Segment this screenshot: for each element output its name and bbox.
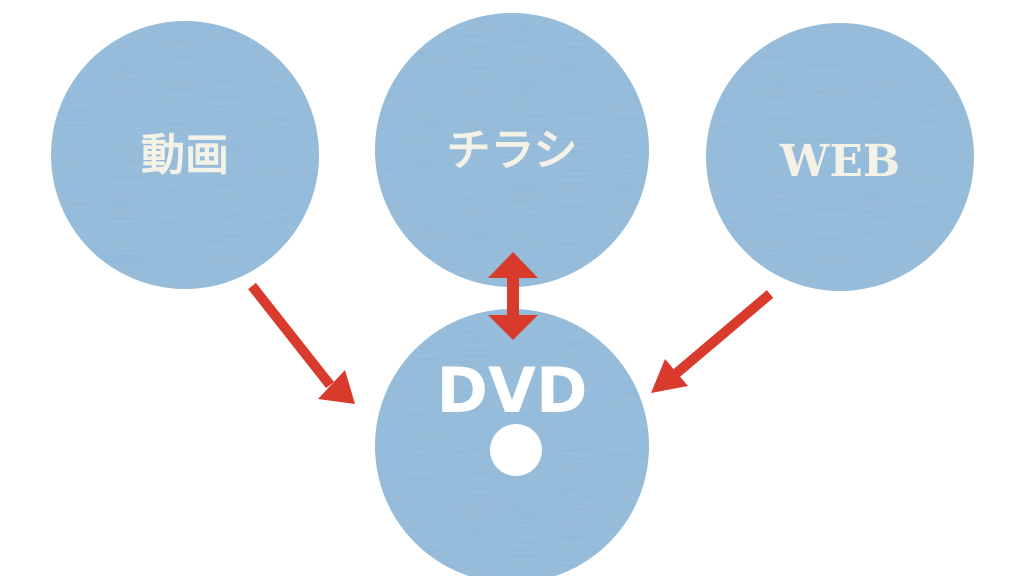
- node-video: 動画: [51, 21, 319, 289]
- node-dvd-label: DVD: [437, 354, 588, 427]
- arrow-flyer-dvd-bidirectional: [488, 252, 538, 340]
- node-video-circle: [51, 21, 319, 289]
- node-dvd: DVD: [375, 309, 649, 576]
- node-flyer: チラシ: [375, 13, 649, 287]
- disc-hole: [490, 424, 542, 476]
- node-web: WEB: [706, 23, 974, 291]
- node-flyer-label: チラシ: [446, 125, 577, 176]
- arrow-video-to-dvd: [248, 282, 355, 404]
- node-web-circle: [706, 23, 974, 291]
- node-video-label: 動画: [141, 130, 229, 181]
- node-flyer-circle: [375, 13, 649, 287]
- arrow-web-to-dvd: [651, 290, 774, 393]
- node-web-label: WEB: [779, 136, 900, 187]
